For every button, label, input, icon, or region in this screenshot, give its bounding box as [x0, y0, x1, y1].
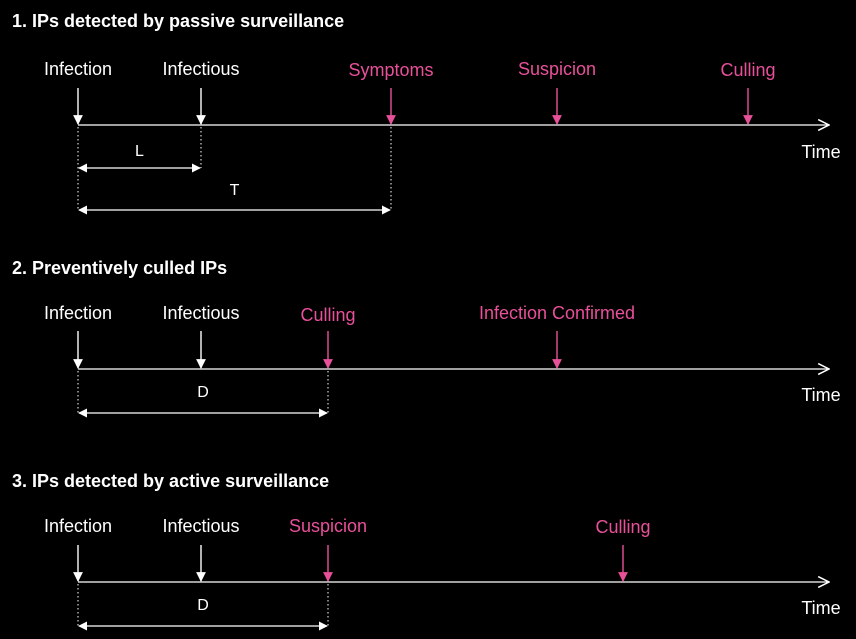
event-label: Infection Confirmed [479, 303, 635, 323]
event-label: Infectious [162, 516, 239, 536]
event-label: Infection [44, 516, 112, 536]
event-label: Culling [300, 305, 355, 325]
panel-title: 1. IPs detected by passive surveillance [12, 11, 344, 31]
timeline-panel-1: 1. IPs detected by passive surveillanceT… [12, 11, 841, 215]
event-label: Infection [44, 303, 112, 323]
event-label: Infection [44, 59, 112, 79]
event-label: Culling [595, 517, 650, 537]
interval-label: D [197, 597, 209, 614]
timeline-panel-3: 3. IPs detected by active surveillanceTi… [12, 471, 841, 631]
event-label: Infectious [162, 59, 239, 79]
event-label: Infectious [162, 303, 239, 323]
event-label: Suspicion [518, 59, 596, 79]
time-axis-label: Time [801, 385, 840, 405]
panel-title: 3. IPs detected by active surveillance [12, 471, 329, 491]
panel-title: 2. Preventively culled IPs [12, 258, 227, 278]
time-axis-label: Time [801, 142, 840, 162]
interval-label: T [230, 182, 240, 199]
event-label: Symptoms [348, 60, 433, 80]
event-label: Culling [720, 60, 775, 80]
event-label: Suspicion [289, 516, 367, 536]
interval-label: D [197, 384, 209, 401]
interval-label: L [135, 143, 144, 160]
time-axis-label: Time [801, 598, 840, 618]
